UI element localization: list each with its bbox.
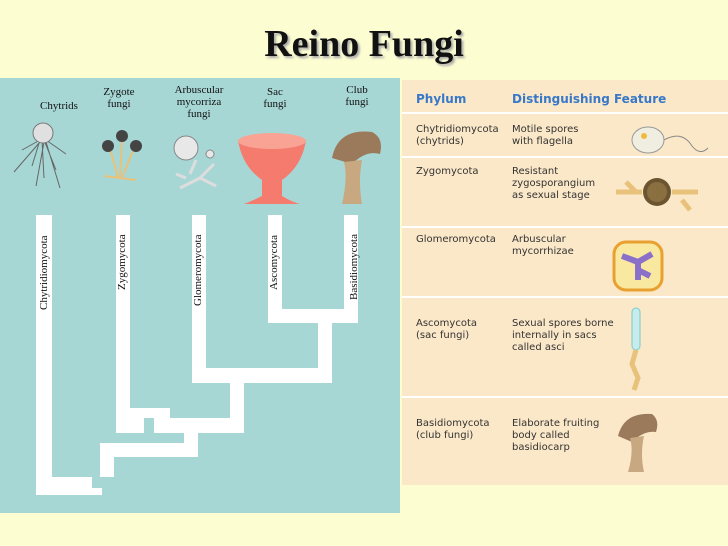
chytrid-illustration: [13, 122, 67, 189]
basidiocarp-icon: [618, 413, 658, 472]
feature-cell: Sexual spores borne internally in sacs c…: [512, 318, 614, 353]
arbuscule-icon: [612, 240, 664, 292]
table-row: Chytridiomycota (chytrids) Motile spores…: [402, 112, 728, 174]
group-label-sac-fungi: Sac fungi: [263, 86, 287, 110]
table-header-phylum: Phylum: [416, 92, 467, 106]
phylum-cell: Glomeromycota: [416, 234, 496, 245]
motile-spore-icon: [631, 126, 709, 154]
ascomycete-cup-illustration: [238, 133, 306, 204]
phylum-cell: Ascomycota (sac fungi): [416, 318, 477, 341]
table-row: Glomeromycota Arbuscular mycorrhizae: [402, 226, 728, 298]
phylum-label-chytridiomycota: Chytridiomycota: [38, 235, 50, 310]
glomeromycete-illustration: [173, 135, 217, 190]
phylum-cell: Zygomycota: [416, 166, 479, 177]
phylum-cell: Basidiomycota (club fungi): [416, 418, 490, 441]
zygosporangium-icon: [616, 178, 698, 212]
feature-cell: Motile spores with flagella: [512, 124, 579, 147]
phylogeny-panel: Chytrids Zygote fungi Arbuscular mycorri…: [0, 78, 400, 513]
table-header-feature: Distinguishing Feature: [512, 92, 667, 106]
phylum-table: Phylum Distinguishing Feature Chytridiom…: [402, 80, 728, 485]
phylum-label-basidiomycota: Basidiomycota: [348, 234, 360, 300]
feature-cell: Resistant zygosporangium as sexual stage: [512, 166, 596, 201]
group-label-club-fungi: Club fungi: [345, 84, 369, 108]
phylum-label-zygomycota: Zygomycota: [116, 234, 128, 290]
table-row: Basidiomycota (club fungi) Elaborate fru…: [402, 396, 728, 487]
ascus-icon: [629, 307, 641, 391]
tree-branches: [36, 215, 358, 495]
table-row: Ascomycota (sac fungi) Sexual spores bor…: [402, 296, 728, 398]
phylum-label-ascomycota: Ascomycota: [268, 235, 280, 290]
feature-cell: Elaborate fruiting body called basidioca…: [512, 418, 600, 453]
feature-cell: Arbuscular mycorrhizae: [512, 234, 574, 257]
phylum-cell: Chytridiomycota (chytrids): [416, 124, 499, 147]
group-label-arbuscular-fungi: Arbuscular mycorriza fungi: [174, 84, 224, 120]
zygomycete-illustration: [102, 130, 142, 181]
phylum-label-glomeromycota: Glomeromycota: [192, 234, 204, 306]
basidiomycete-mushroom-illustration: [332, 131, 381, 204]
group-label-zygote-fungi: Zygote fungi: [103, 86, 135, 110]
slide-title: Reino Fungi: [264, 23, 464, 65]
table-row: Zygomycota Resistant zygosporangium as s…: [402, 156, 728, 228]
group-label-chytrids: Chytrids: [40, 100, 78, 112]
phylogeny-tree: [13, 122, 381, 495]
